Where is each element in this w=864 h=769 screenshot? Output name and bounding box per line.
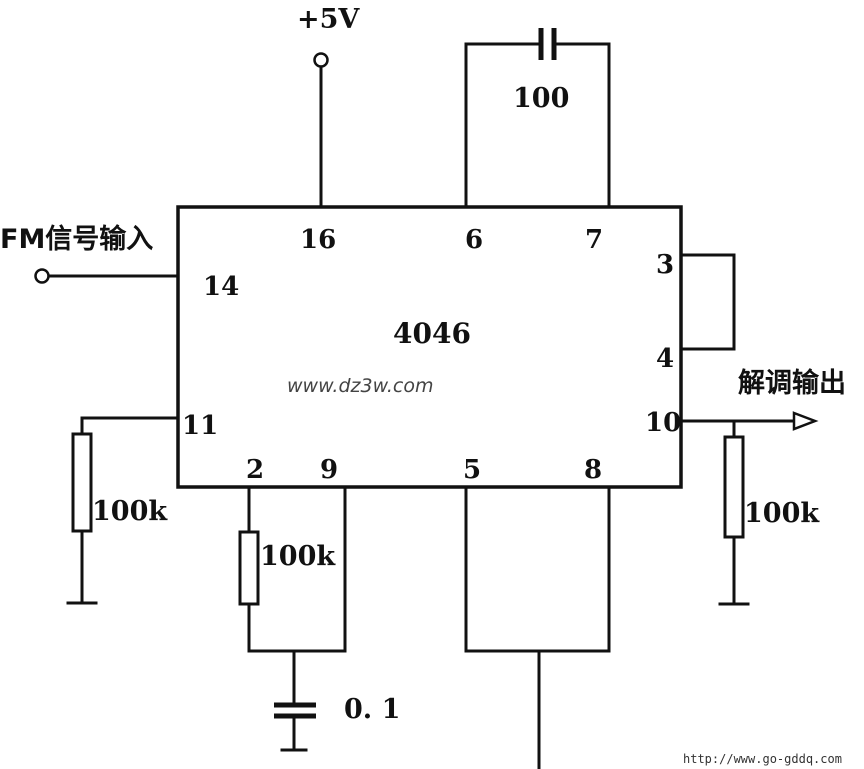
cap-01-value: 0. 1 (344, 694, 400, 725)
cap-100-value: 100 (513, 83, 569, 114)
pin-4-label: 4 (656, 344, 674, 374)
cap-100-wire-right (554, 42, 611, 209)
watermark-center: www.dz3w.com (287, 375, 434, 397)
pin-11-label: 11 (182, 411, 218, 441)
output-label: 解调输出 (738, 367, 846, 399)
supply-label: +5V (297, 4, 360, 35)
pin-3-4-jumper (679, 253, 736, 351)
watermark-corner: http://www.go-gddq.com (683, 752, 842, 766)
fm-input-label: FM信号输入 (0, 223, 153, 255)
ic-4046-body (176, 205, 683, 489)
pin-3-label: 3 (656, 250, 674, 280)
pin-6-label: 6 (465, 225, 483, 255)
output-arrow-icon (792, 411, 819, 431)
pin-11-wire (80, 416, 180, 436)
pin-7-label: 7 (585, 225, 603, 255)
pin-5-8-loop (464, 485, 611, 653)
res-out-value: 100k (744, 498, 820, 529)
supply-terminal (313, 52, 329, 68)
res-pin2-value: 100k (260, 541, 336, 572)
pin-2-9-loop (247, 485, 347, 653)
pin-9-label: 9 (320, 455, 338, 485)
cap-100-wire-left (464, 42, 541, 209)
pin-5-label: 5 (463, 455, 481, 485)
res-out-body (723, 435, 745, 539)
res-pin11-value: 100k (92, 496, 168, 527)
fm-input-terminal (34, 268, 50, 284)
ic-name: 4046 (393, 317, 471, 350)
pin-10-label: 10 (645, 408, 681, 438)
pin-14-label: 14 (203, 272, 239, 302)
pin-2-label: 2 (246, 455, 264, 485)
res-pin11-body (71, 432, 93, 533)
res-pin2-body (238, 530, 260, 606)
pin-16-label: 16 (300, 225, 336, 255)
pin-8-label: 8 (584, 455, 602, 485)
